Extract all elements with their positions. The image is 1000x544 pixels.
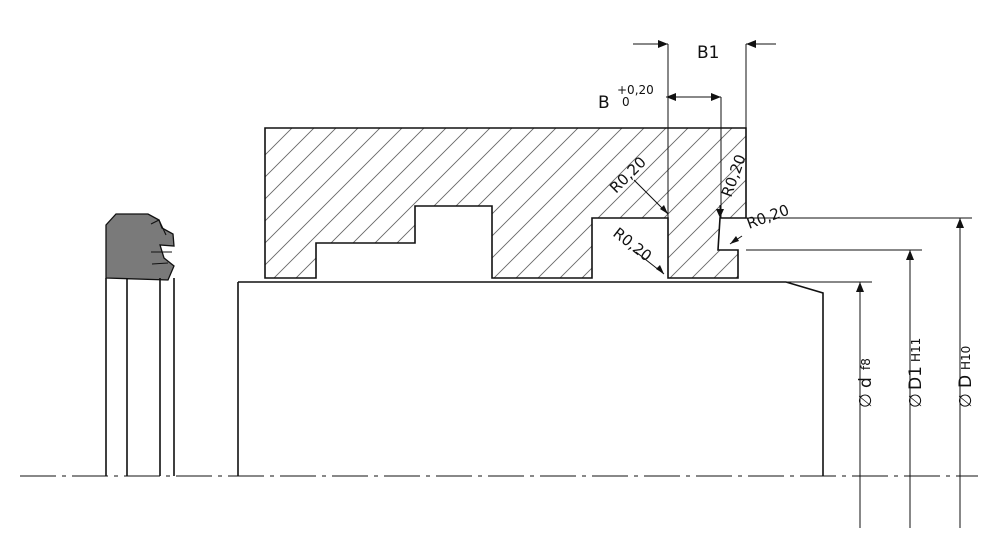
radius-arrow-upper-right — [716, 209, 724, 218]
radius-label-lower-left: R0,20 — [610, 224, 656, 265]
d-tolerance: f8 — [859, 358, 873, 370]
radius-arrow-lower-left — [656, 265, 664, 274]
b-label: B — [598, 93, 610, 113]
D-tolerance: H10 — [959, 346, 973, 370]
dia-symbol-d1: ∅ — [906, 393, 926, 408]
b1-label: B1 — [697, 43, 719, 63]
d1-tolerance: H11 — [909, 338, 923, 362]
dia-symbol-D: ∅ — [956, 393, 976, 408]
radius-arrow-upper-left — [660, 205, 668, 214]
hatched-housing-section — [265, 128, 746, 278]
D-label: D — [956, 375, 976, 388]
d1-label: D1 — [906, 366, 926, 390]
b1-dimension-line — [633, 43, 776, 218]
b-tolerance-upper: +0,20 — [617, 83, 654, 97]
dia-symbol-d: ∅ — [856, 393, 876, 408]
b-dimension-line — [666, 96, 722, 218]
seal-body-lines — [105, 278, 175, 476]
d-label: d — [856, 377, 876, 388]
diameter-arrowheads — [856, 218, 964, 292]
seal-profile — [105, 213, 175, 281]
rod-body — [237, 281, 824, 476]
b-tolerance-lower: 0 — [622, 95, 630, 109]
housing-outline — [264, 127, 747, 279]
dia-dimension-guides — [746, 217, 972, 528]
radius-label-lower-right: R0,20 — [744, 201, 791, 233]
radius-arrow-lower-right — [730, 236, 739, 244]
